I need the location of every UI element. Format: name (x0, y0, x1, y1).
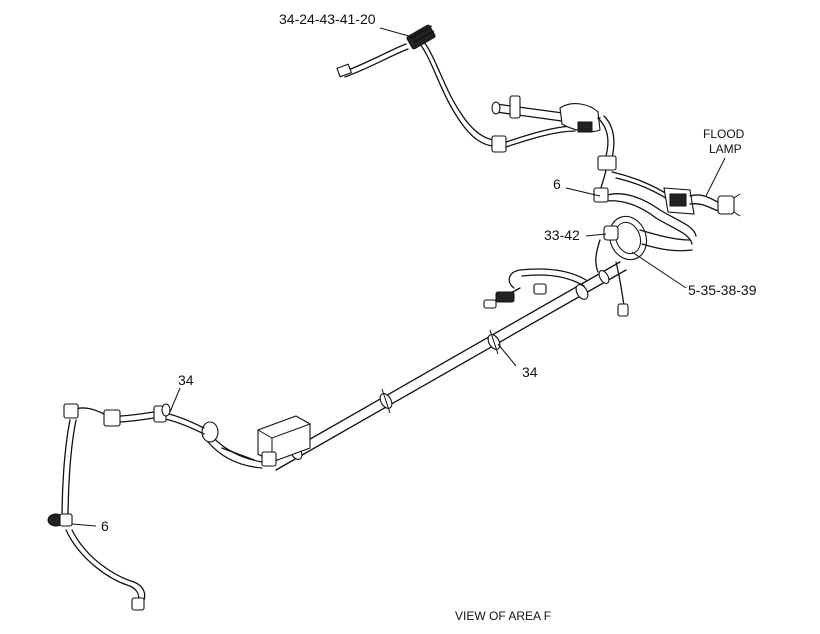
upper-left-branch (336, 24, 576, 153)
callout-6-upper: 6 (553, 176, 561, 192)
lower-left-harness (47, 403, 311, 611)
view-caption: VIEW OF AREA F (455, 609, 551, 623)
upper-bracket-assembly (491, 95, 617, 195)
leader-lines (71, 27, 687, 527)
flood-lamp-harness (611, 157, 741, 217)
callout-33-42: 33-42 (544, 227, 580, 243)
callout-34-middle: 34 (522, 364, 538, 380)
main-harness-trunk (269, 261, 627, 471)
callout-34-24-43-41-20: 34-24-43-41-20 (279, 11, 376, 27)
callout-flood-lamp-line2: LAMP (709, 142, 742, 156)
central-junction (593, 187, 697, 317)
callout-5-35-38-39: 5-35-38-39 (688, 282, 757, 298)
mid-connector-loop (483, 268, 587, 309)
callout-6-lower: 6 (101, 518, 109, 534)
callout-flood-lamp-line1: FLOOD (703, 127, 745, 141)
callout-34-left: 34 (178, 372, 194, 388)
